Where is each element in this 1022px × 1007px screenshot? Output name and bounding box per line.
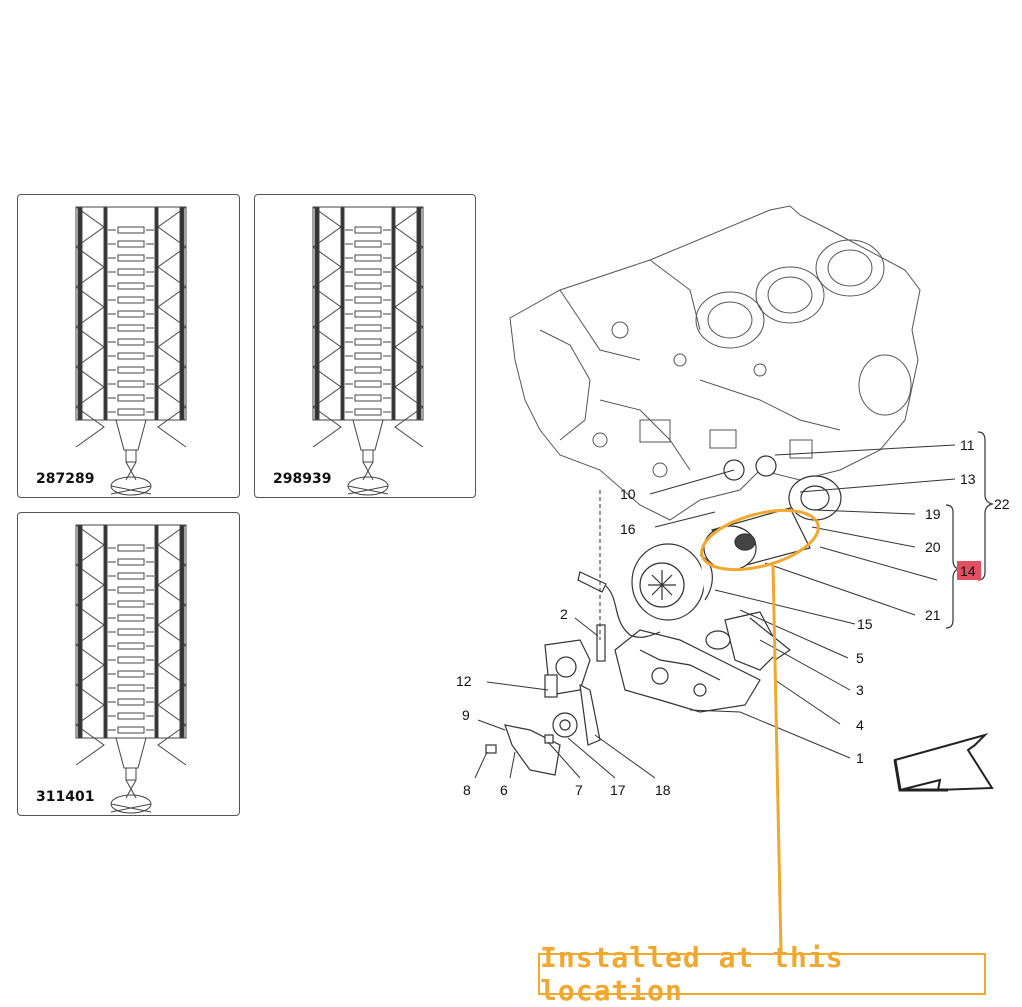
callout-19: 19 (925, 506, 941, 522)
callout-6: 6 (500, 782, 508, 798)
callout-21: 21 (925, 607, 941, 623)
group-brackets (945, 431, 995, 629)
panel-id-label: 298939 (273, 471, 332, 487)
callout-5: 5 (856, 650, 864, 666)
panel-id-label: 311401 (36, 789, 95, 805)
callout-4: 4 (856, 717, 864, 733)
callout-1: 1 (856, 750, 864, 766)
callout-15: 15 (857, 616, 873, 632)
callout-8: 8 (463, 782, 471, 798)
callout-3: 3 (856, 682, 864, 698)
callout-20: 20 (925, 539, 941, 555)
callout-numbers: 11 13 10 16 19 20 14 21 22 15 5 3 4 1 2 … (456, 437, 1010, 798)
highlight-pointer-line (771, 564, 783, 953)
callout-17: 17 (610, 782, 626, 798)
callout-22: 22 (994, 496, 1010, 512)
thumbnail-panel-3[interactable]: 311401 (17, 512, 240, 816)
callout-16: 16 (620, 521, 636, 537)
installed-location-callout: Installed at this location (538, 941, 986, 1007)
leader-lines (474, 444, 956, 779)
thumbnail-panel-1[interactable]: 287289 (17, 194, 240, 498)
highlight-ellipse (700, 508, 820, 572)
callout-7: 7 (575, 782, 583, 798)
callout-9: 9 (462, 707, 470, 723)
direction-arrow-icon (893, 733, 994, 792)
oil-filter-assembly (485, 455, 842, 776)
callout-11: 11 (960, 437, 975, 453)
filter-element-drawing (75, 524, 187, 814)
thumbnail-panel-2[interactable]: 298939 (254, 194, 476, 498)
panel-id-label: 287289 (36, 471, 95, 487)
callout-14: 14 (960, 563, 976, 579)
callout-2: 2 (560, 606, 568, 622)
engine-block-drawing (509, 205, 921, 521)
callout-12: 12 (456, 673, 472, 689)
filter-element-drawing (312, 206, 424, 496)
callout-18: 18 (655, 782, 671, 798)
highlight-badge (957, 561, 981, 580)
callout-13: 13 (960, 471, 976, 487)
filter-element-drawing (75, 206, 187, 496)
callout-10: 10 (620, 486, 636, 502)
